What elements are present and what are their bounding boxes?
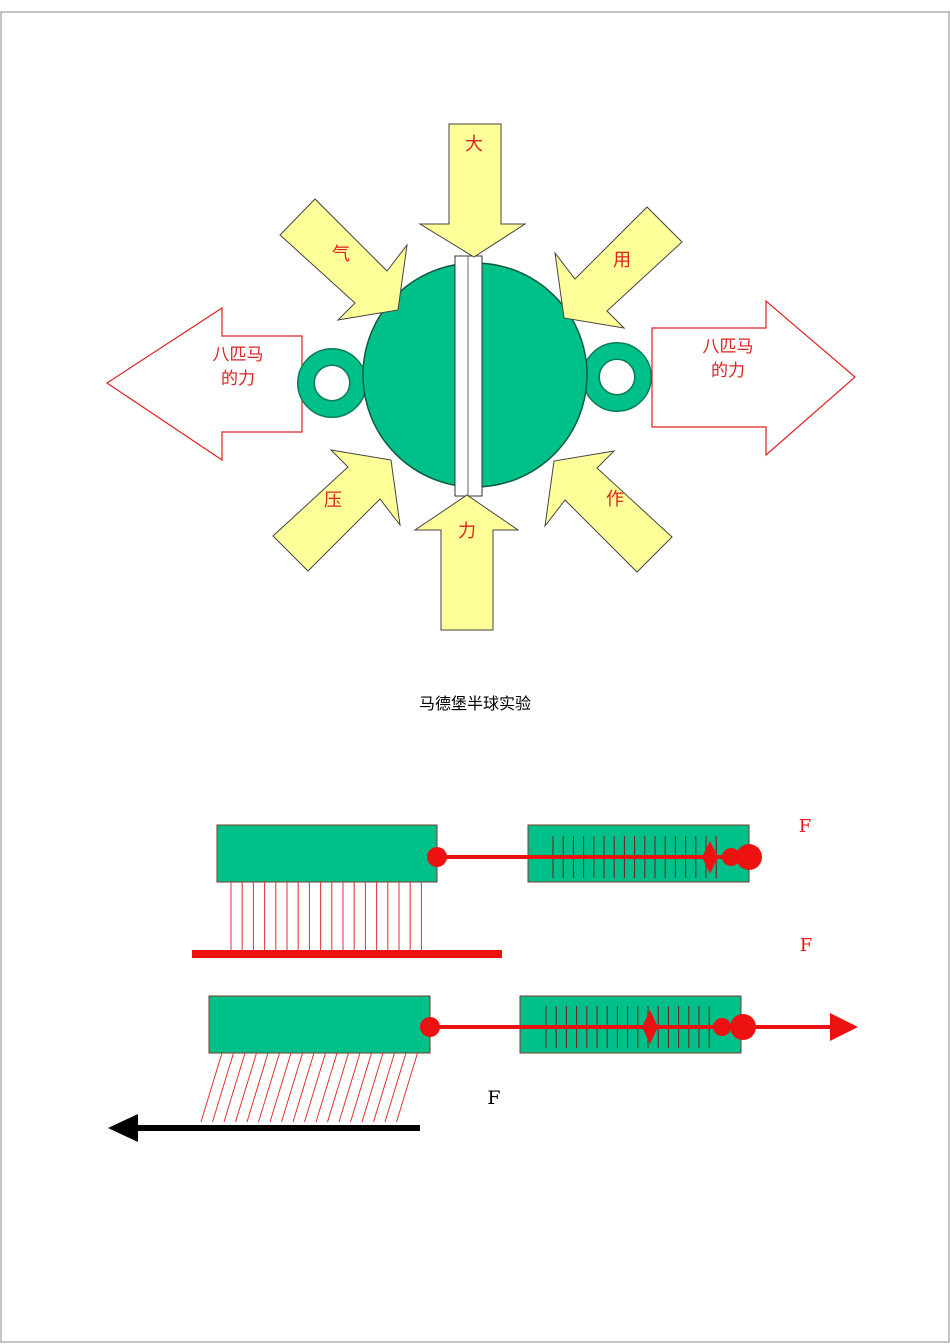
force-label-2: F <box>800 935 813 956</box>
friction-arrowhead <box>108 1114 138 1142</box>
bristle <box>223 1052 246 1123</box>
label-upper-left: 气 <box>332 244 350 265</box>
bristle <box>200 1052 223 1123</box>
pointer-1 <box>702 841 718 874</box>
scale-knob-large-2 <box>730 1014 756 1040</box>
pressure-arrow-upper-left <box>279 198 408 321</box>
force-label-1: F <box>799 816 812 837</box>
pressure-arrow-lower-left <box>272 449 401 572</box>
friction-diagram: F F F <box>108 816 858 1142</box>
bristles-bent <box>200 1052 418 1123</box>
block-2 <box>208 995 431 1054</box>
hook-dot-2 <box>420 1017 440 1037</box>
block-1 <box>216 824 438 883</box>
bristle <box>269 1052 292 1123</box>
right-horse-force-arrow <box>651 299 856 457</box>
bristle <box>384 1052 407 1123</box>
bristle <box>396 1052 418 1123</box>
bristle <box>281 1052 303 1123</box>
left-ring-fill <box>298 349 366 417</box>
pressure-arrow-upper-right <box>554 206 683 329</box>
bristle <box>258 1052 280 1123</box>
bristle <box>327 1052 349 1123</box>
bristle <box>350 1052 372 1123</box>
force-label-3: F <box>487 1087 500 1109</box>
bristles-straight <box>230 882 422 950</box>
bristle <box>361 1052 384 1123</box>
pressure-arrow-top <box>418 123 527 258</box>
label-bottom: 力 <box>458 521 476 542</box>
hemisphere-caption: 马德堡半球实验 <box>418 694 531 713</box>
pressure-arrow-lower-right <box>544 450 673 573</box>
scale-knob-small-1 <box>722 848 740 866</box>
pointer-2 <box>642 1010 658 1044</box>
hemisphere-diagram: 大 气 用 压 作 力 八匹马 的力 八匹马 的力 <box>105 123 856 631</box>
bristle <box>373 1052 395 1123</box>
left-horse-force-arrow <box>105 306 303 462</box>
bristle <box>246 1052 269 1123</box>
scale-knob-small-2 <box>713 1018 731 1036</box>
bristle <box>304 1052 326 1123</box>
bristle <box>235 1052 257 1123</box>
label-top: 大 <box>465 134 483 155</box>
spring-scale-2 <box>519 995 742 1054</box>
left-force-label-line1: 八匹马 <box>213 345 264 365</box>
bristle <box>315 1052 338 1123</box>
pull-arrowhead <box>830 1013 858 1041</box>
surface-1 <box>192 950 502 958</box>
label-lower-left: 压 <box>324 490 342 511</box>
scale-knob-large-1 <box>736 844 762 870</box>
left-force-label-line2: 的力 <box>221 369 255 389</box>
label-upper-right: 用 <box>613 250 631 271</box>
page-border <box>0 11 950 1343</box>
pressure-arrow-bottom <box>413 494 520 631</box>
bristle <box>212 1052 234 1123</box>
bristle <box>338 1052 361 1123</box>
bristle <box>292 1052 315 1123</box>
right-force-label-line2: 的力 <box>711 361 745 381</box>
hook-dot-1 <box>427 847 447 867</box>
right-ring-fill <box>583 343 651 411</box>
right-force-label-line1: 八匹马 <box>703 337 754 357</box>
label-lower-right: 作 <box>606 489 624 510</box>
